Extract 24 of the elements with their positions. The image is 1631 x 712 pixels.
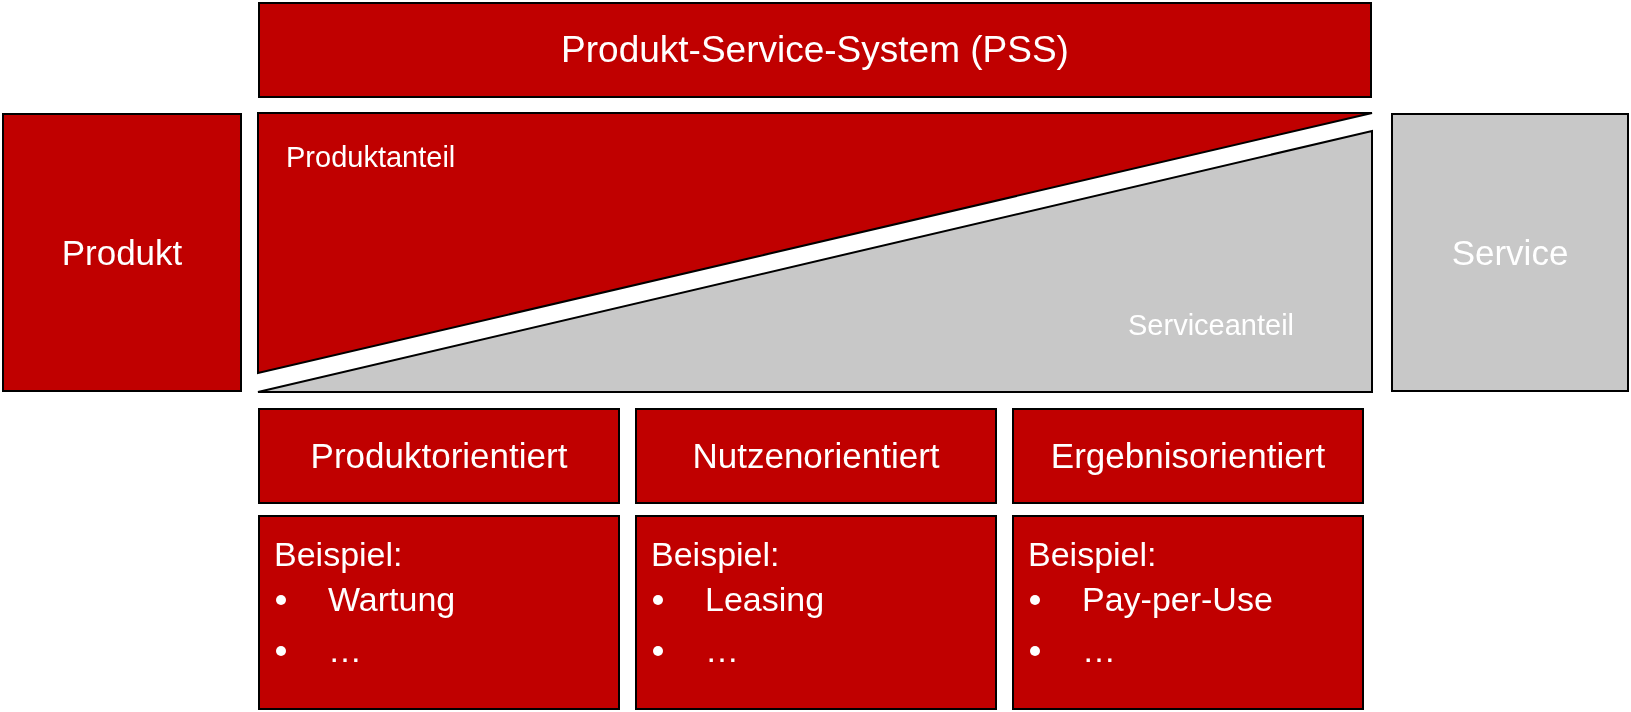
list-item: Leasing [705, 580, 825, 618]
list-item: … [705, 631, 739, 669]
example-box [1012, 515, 1364, 710]
header-banner [258, 2, 1372, 98]
category-box [635, 408, 997, 504]
category-label: Produktorientiert [310, 436, 568, 476]
banner-title: Produkt-Service-System (PSS) [561, 29, 1069, 71]
box-label: Produkt [61, 232, 183, 273]
example-heading: Beispiel: [651, 535, 780, 574]
category-label: Nutzenorientiert [692, 436, 940, 476]
example-box [258, 515, 620, 710]
category-box [1012, 408, 1364, 504]
list-item: Pay-per-Use [1082, 580, 1273, 618]
category-box [258, 408, 620, 504]
list-item: … [328, 631, 362, 669]
service-box [1391, 113, 1629, 392]
example-box [635, 515, 997, 710]
list-item: … [1082, 631, 1116, 669]
area-label: Produktanteil [286, 141, 456, 174]
product-box [2, 113, 242, 392]
example-heading: Beispiel: [1028, 535, 1157, 574]
example-heading: Beispiel: [274, 535, 403, 574]
list-item: Wartung [328, 580, 456, 618]
category-label: Ergebnisorientiert [1050, 436, 1326, 476]
